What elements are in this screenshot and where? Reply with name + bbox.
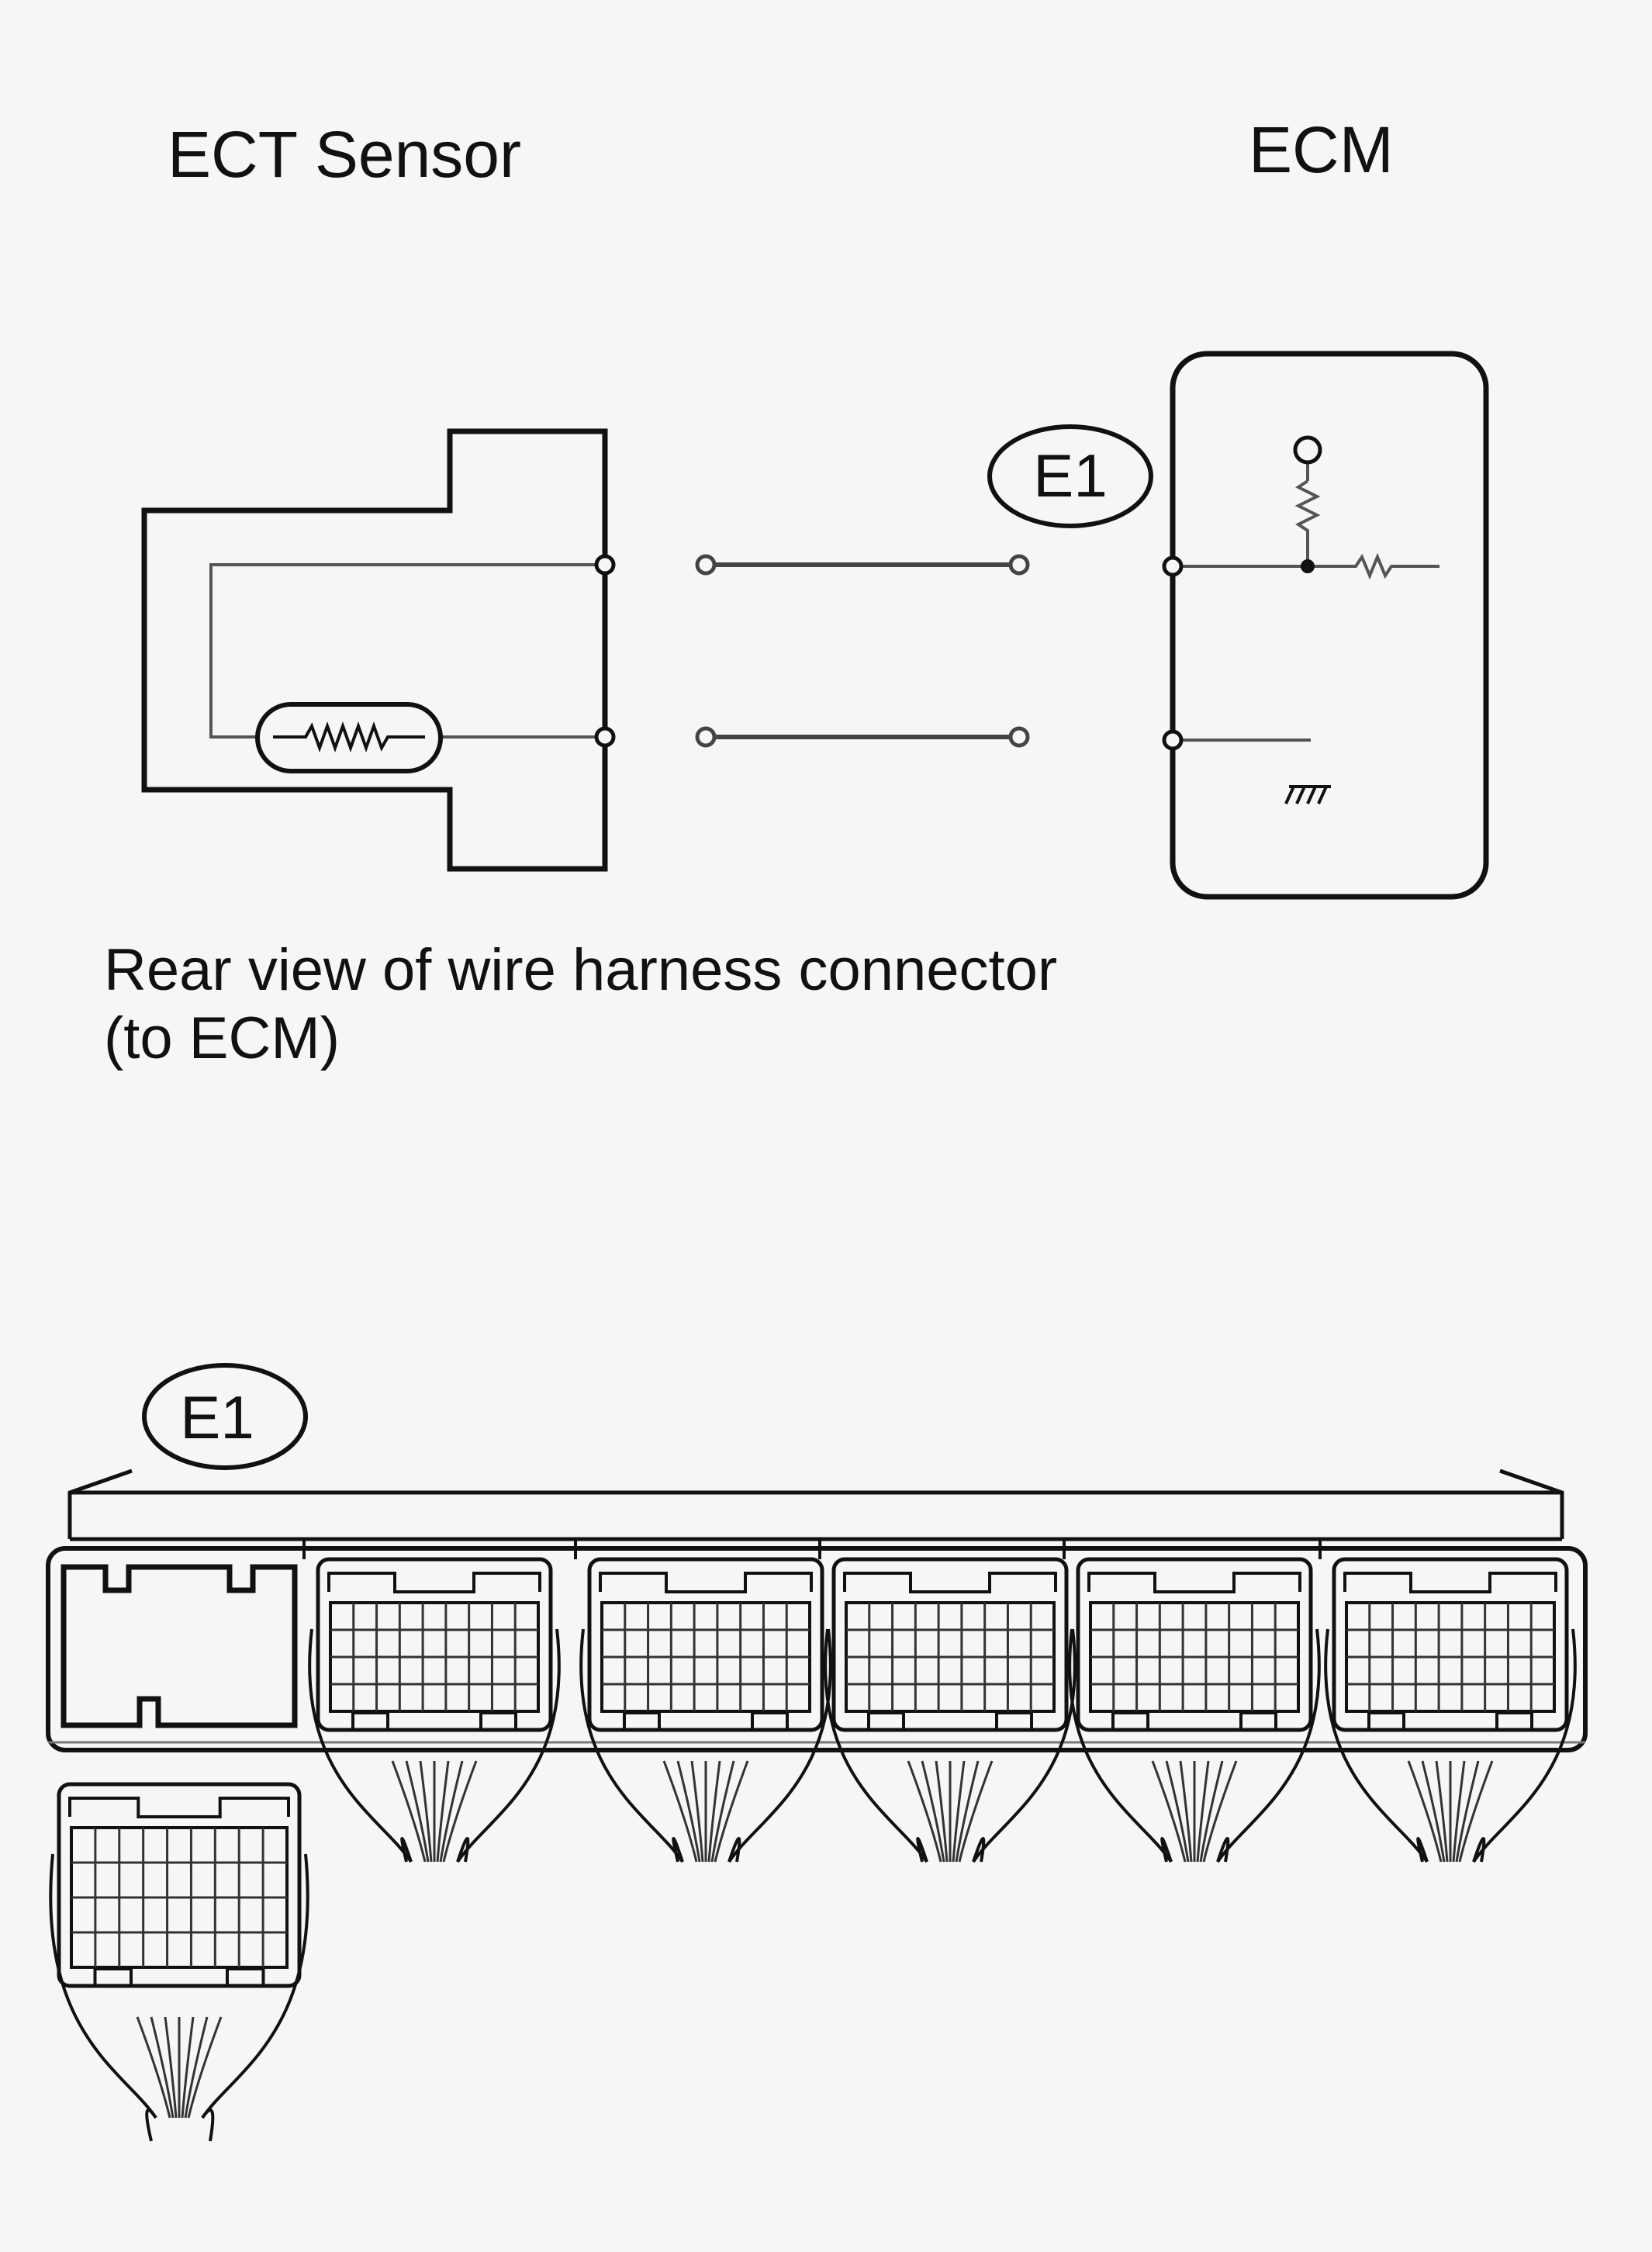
ecm-junction-dot [1301, 559, 1315, 573]
e1-plug-body [49, 1782, 309, 2142]
connector-bracket [67, 1468, 133, 1539]
wire-end-2b [1008, 726, 1030, 748]
sensor-pin-2 [594, 726, 616, 748]
wire-end-1b [1008, 554, 1030, 576]
ect-sensor [141, 428, 616, 872]
ecm-supply-terminal-icon [1293, 435, 1322, 465]
ect-sensor-housing [141, 428, 608, 872]
ecm-pin-1 [1162, 555, 1184, 577]
caption-line-1: Rear view of wire harness connector [104, 937, 1057, 1003]
ecm-pin-2 [1162, 729, 1184, 751]
mated-plugs [302, 1539, 1577, 1863]
e1-harness-plug [49, 1782, 309, 2142]
ecm-internal-circuit [1173, 462, 1439, 742]
mated-plug-3 [824, 1557, 1077, 1863]
ecm-label: ECM [1249, 113, 1394, 186]
ecm-connector-assembly [46, 1468, 1588, 2142]
mated-plug-5 [1324, 1557, 1577, 1863]
wire-end-1a [695, 554, 717, 576]
connector-tag-bottom-text: E1 [180, 1383, 254, 1451]
sensor-pin-1 [594, 554, 616, 576]
ect-sensor-label: ECT Sensor [168, 118, 521, 191]
e1-socket [60, 1564, 298, 1728]
harness-wires [695, 554, 1030, 748]
wire-end-2a [695, 726, 717, 748]
thermistor-capsule [255, 702, 443, 773]
mated-plug-2 [579, 1557, 832, 1863]
ect-sensor-inner-circuit [209, 563, 605, 739]
ground-icon [1284, 785, 1331, 804]
thermistor-resistor-icon [273, 721, 425, 752]
connector-tag-bottom: E1 [142, 1363, 308, 1470]
mated-plug-4 [1068, 1557, 1321, 1863]
connector-tag-top-text: E1 [1033, 441, 1107, 510]
caption-line-2: (to ECM) [104, 1005, 340, 1071]
connector-housing [46, 1546, 1588, 1752]
connector-tag-top: E1 [987, 424, 1153, 528]
mated-plug-1 [308, 1557, 561, 1863]
ecm-box [1162, 351, 1489, 900]
